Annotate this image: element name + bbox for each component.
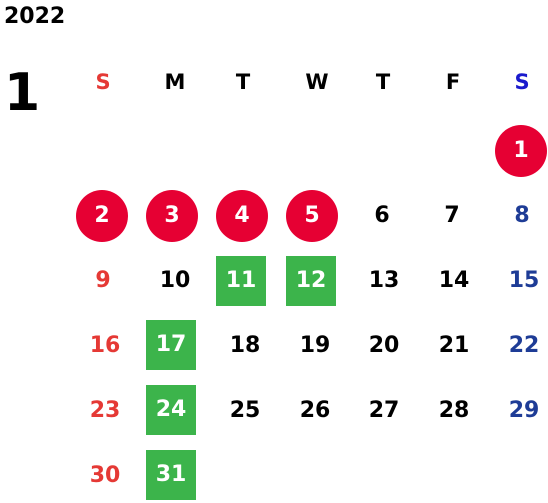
day-cell[interactable]: 7 (444, 203, 460, 228)
day-cell[interactable]: 16 (89, 333, 121, 358)
weekday-thursday: T (375, 70, 391, 94)
day-cell[interactable]: 2 (76, 190, 128, 242)
weekday-saturday: S (514, 70, 530, 94)
day-cell[interactable]: 13 (368, 268, 400, 293)
day-cell[interactable]: 27 (368, 398, 400, 423)
day-cell[interactable]: 26 (299, 398, 331, 423)
day-cell[interactable]: 3 (146, 190, 198, 242)
day-cell[interactable]: 12 (286, 256, 336, 306)
day-cell[interactable]: 22 (508, 333, 540, 358)
weekday-tuesday: T (235, 70, 251, 94)
weekday-friday: F (445, 70, 461, 94)
weekday-monday: M (164, 70, 186, 94)
calendar-month: 1 (4, 63, 41, 123)
day-cell[interactable]: 25 (229, 398, 261, 423)
day-cell[interactable]: 1 (495, 125, 547, 177)
day-cell[interactable]: 14 (438, 268, 470, 293)
day-cell[interactable]: 18 (229, 333, 261, 358)
day-cell[interactable]: 24 (146, 385, 196, 435)
day-cell[interactable]: 10 (159, 268, 191, 293)
day-cell[interactable]: 28 (438, 398, 470, 423)
day-cell[interactable]: 23 (89, 398, 121, 423)
day-cell[interactable]: 5 (286, 190, 338, 242)
day-cell[interactable]: 4 (216, 190, 268, 242)
day-cell[interactable]: 17 (146, 320, 196, 370)
day-cell[interactable]: 21 (438, 333, 470, 358)
day-cell[interactable]: 11 (216, 256, 266, 306)
day-cell[interactable]: 20 (368, 333, 400, 358)
weekday-wednesday: W (305, 70, 329, 94)
day-cell[interactable]: 8 (514, 203, 530, 228)
day-cell[interactable]: 29 (508, 398, 540, 423)
day-cell[interactable]: 31 (146, 450, 196, 500)
day-cell[interactable]: 6 (374, 203, 390, 228)
day-cell[interactable]: 19 (299, 333, 331, 358)
day-cell[interactable]: 15 (508, 268, 540, 293)
weekday-sunday: S (95, 70, 111, 94)
day-cell[interactable]: 9 (95, 268, 111, 293)
calendar-year: 2022 (4, 4, 66, 29)
day-cell[interactable]: 30 (89, 463, 121, 488)
